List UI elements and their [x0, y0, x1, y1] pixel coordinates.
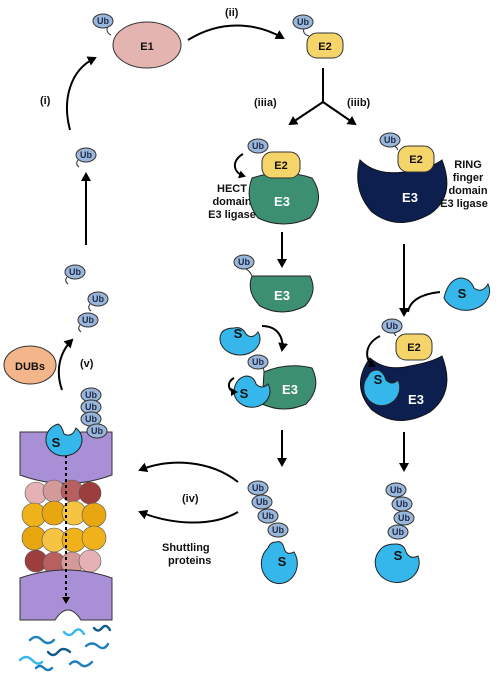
svg-text:Ub: Ub	[390, 485, 402, 495]
ub-on-e1: Ub	[92, 13, 114, 36]
svg-text:S: S	[240, 386, 249, 401]
svg-text:S: S	[278, 554, 287, 569]
e1-enzyme	[112, 21, 182, 69]
hect-label-2: domain	[212, 196, 251, 208]
dubs-enzyme	[3, 345, 57, 385]
svg-text:Ub: Ub	[82, 315, 94, 325]
svg-text:E2: E2	[407, 342, 420, 354]
ub-chain-proteasome: Ub Ub Ub Ub	[80, 387, 108, 439]
svg-text:E2: E2	[318, 41, 331, 53]
recycled-ubiquitins: Ub Ub Ub	[64, 264, 109, 333]
step-v-label: (v)	[80, 358, 94, 370]
svg-text:E3: E3	[274, 194, 290, 209]
svg-text:Ub: Ub	[69, 267, 81, 277]
svg-text:E3: E3	[282, 382, 298, 397]
ring-label-2: finger	[453, 172, 484, 184]
svg-text:S: S	[234, 326, 243, 341]
ring-label-1: RING	[454, 159, 482, 171]
free-ubiquitin: Ub	[75, 147, 97, 168]
step-iiib-label: (iiib)	[347, 97, 371, 109]
e1-label: E1	[140, 41, 153, 53]
svg-text:S: S	[394, 548, 403, 563]
svg-text:Ub: Ub	[392, 527, 404, 537]
arrow-step-ii	[187, 24, 285, 41]
svg-text:S: S	[374, 372, 383, 387]
svg-text:Ub: Ub	[85, 402, 97, 412]
shuttling-label-1: Shuttling	[162, 542, 210, 554]
svg-text:E2: E2	[274, 160, 287, 172]
step-iiia-label: (iiia)	[254, 97, 277, 109]
svg-text:Ub: Ub	[92, 294, 104, 304]
arrow-step-i	[66, 56, 97, 131]
arrow-substrate-join-ring	[407, 291, 441, 313]
ring-e3-substrate-complex: E3 S E2 Ub	[360, 318, 448, 421]
svg-text:Ub: Ub	[256, 497, 268, 507]
svg-text:Ub: Ub	[85, 390, 97, 400]
proteasome	[19, 431, 113, 621]
shuttling-label-2: proteins	[168, 555, 211, 567]
svg-text:Ub: Ub	[384, 135, 396, 145]
svg-text:Ub: Ub	[91, 426, 103, 436]
svg-text:S: S	[52, 435, 61, 450]
svg-text:Ub: Ub	[85, 414, 97, 424]
svg-text:E3: E3	[402, 190, 418, 205]
dubs-label: DUBs	[15, 361, 45, 373]
svg-text:Ub: Ub	[396, 499, 408, 509]
svg-text:E3: E3	[274, 288, 290, 303]
arrow-step-v	[57, 338, 74, 391]
svg-text:Ub: Ub	[272, 525, 284, 535]
svg-text:Ub: Ub	[252, 141, 264, 151]
svg-text:Ub: Ub	[297, 17, 309, 27]
substrate-in-proteasome: S	[45, 423, 83, 457]
svg-text:Ub: Ub	[97, 16, 109, 26]
svg-text:Ub: Ub	[238, 257, 250, 267]
svg-text:E2: E2	[409, 154, 422, 166]
e2-top: E2 Ub	[292, 14, 344, 59]
svg-text:Ub: Ub	[386, 321, 398, 331]
peptide-fragments	[18, 624, 112, 672]
hect-label-1: HECT	[217, 183, 247, 195]
svg-text:Ub: Ub	[398, 513, 410, 523]
hect-e3-with-e2: E3 E2 Ub	[233, 138, 319, 225]
svg-text:Ub: Ub	[262, 511, 274, 521]
arrow-substrate-join-hect	[261, 325, 289, 352]
svg-text:E3: E3	[408, 392, 424, 407]
fork-arrow	[288, 68, 357, 126]
arrow-step-iv-lower	[138, 509, 239, 524]
step-i-label: (i)	[40, 95, 51, 107]
free-substrate-ring: S	[443, 277, 491, 311]
svg-text:Ub: Ub	[252, 483, 264, 493]
hect-label-3: E3 ligase	[208, 209, 256, 221]
hect-e3-ub-loaded: E3 Ub	[233, 254, 314, 313]
step-iv-label: (iv)	[182, 493, 199, 505]
ring-e3-with-e2: E3 E2 Ub	[357, 132, 448, 223]
ring-label-4: E3 ligase	[440, 198, 488, 210]
svg-text:S: S	[458, 286, 467, 301]
polyub-substrate-hect: Ub Ub Ub Ub S	[247, 480, 298, 585]
svg-text:Ub: Ub	[80, 150, 92, 160]
svg-text:Ub: Ub	[252, 357, 264, 367]
free-substrate-hect: S	[219, 326, 261, 356]
step-ii-label: (ii)	[225, 7, 239, 19]
ring-label-3: domain	[448, 185, 487, 197]
arrow-step-iv-upper	[138, 461, 239, 483]
hect-e3-substrate-complex: E3 S Ub	[228, 354, 317, 410]
polyub-substrate-ring: Ub Ub Ub Ub S	[374, 482, 420, 583]
